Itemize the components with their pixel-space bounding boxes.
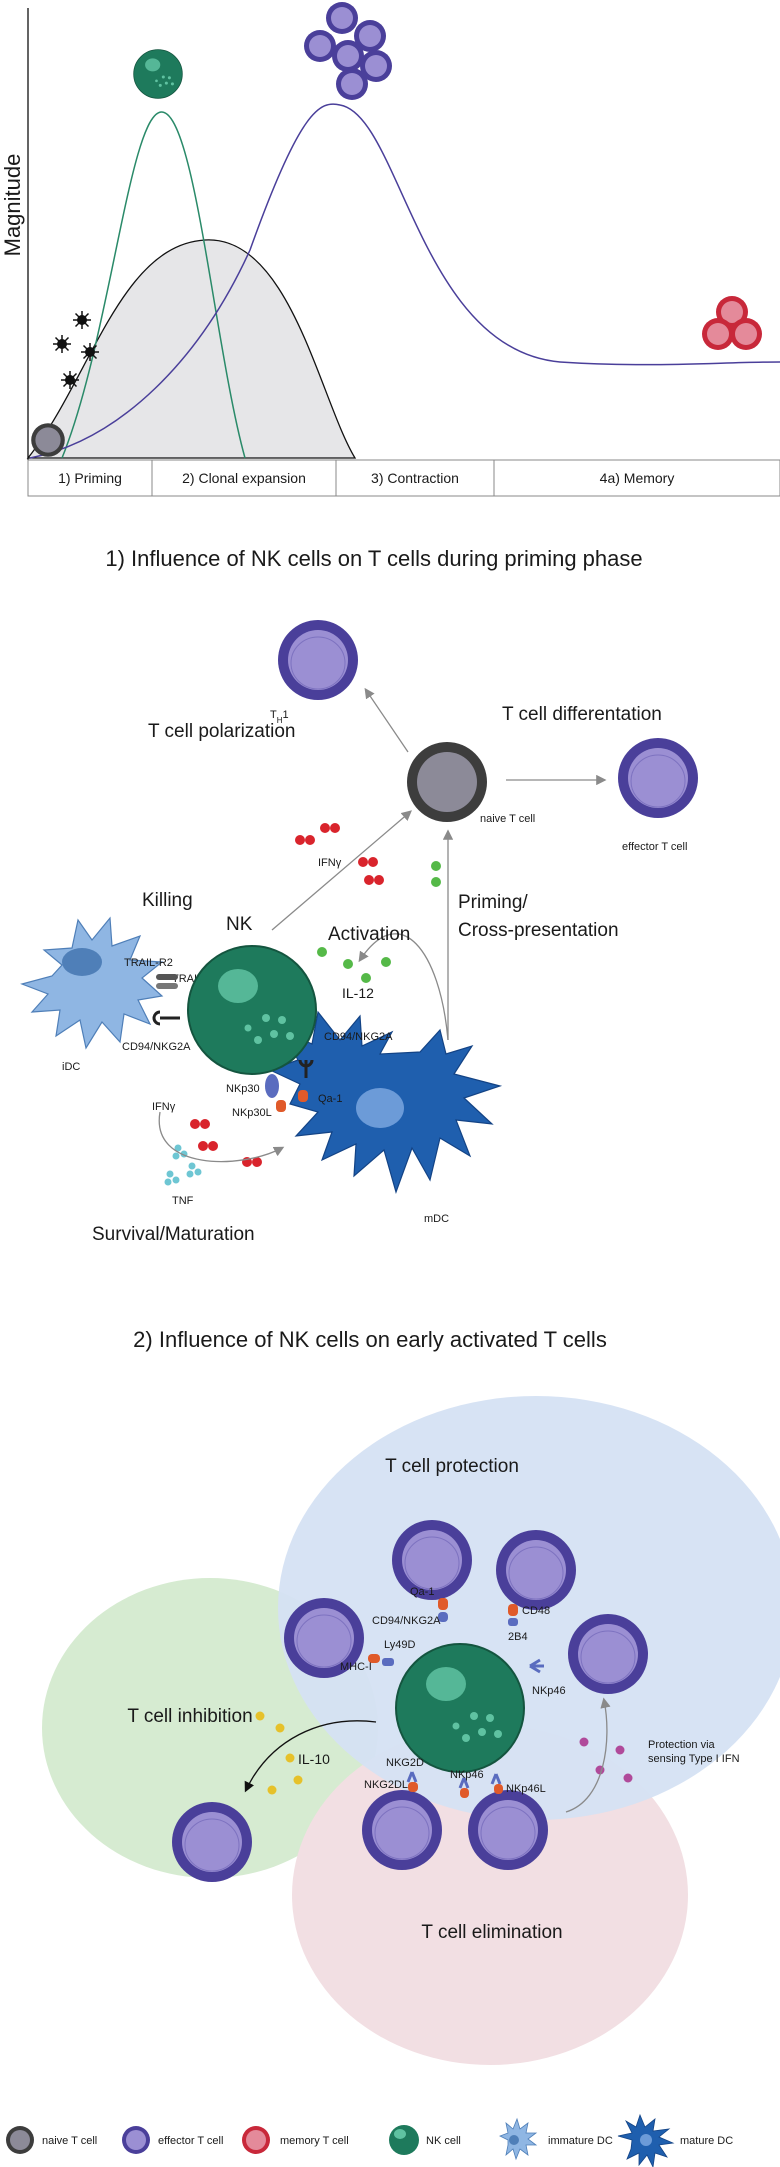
svg-text:mature DC: mature DC	[680, 2135, 733, 2147]
legend: naive T cell effector T cell memory T ce…	[6, 2113, 733, 2167]
section-priming: 1) Influence of NK cells on T cells duri…	[20, 546, 699, 1245]
cd48-label: CD48	[522, 1605, 550, 1617]
legend-mature-dc: mature DC	[617, 2113, 733, 2167]
svg-text:memory T cell: memory T cell	[280, 2135, 349, 2147]
activation-label: Activation	[328, 924, 410, 945]
cd94-receptor-left	[152, 1010, 180, 1026]
th1-label: TH1	[270, 709, 289, 725]
timeline-panel: Magnitude	[0, 2, 780, 497]
nkp30-label: NKp30	[226, 1083, 260, 1095]
trail-r2-label: TRAIL-R2	[124, 957, 173, 969]
legend-naive-t-cell: naive T cell	[6, 2126, 97, 2154]
phase-clonal-expansion: 2) Clonal expansion	[182, 470, 306, 486]
effector-t-cell	[617, 737, 699, 819]
nk-cell-icon	[133, 49, 183, 99]
phase-priming: 1) Priming	[58, 470, 122, 486]
svg-text:naive T cell: naive T cell	[42, 2135, 97, 2147]
t-cell-inhibited	[171, 1801, 253, 1883]
legend-effector-t-cell: effector T cell	[122, 2126, 223, 2154]
elimination-label: T cell elimination	[421, 1922, 562, 1943]
idc-label: iDC	[62, 1061, 80, 1073]
memory-t-cell-cluster-icon	[702, 296, 762, 350]
tnf-cytokines	[164, 1144, 202, 1186]
immature-dc	[20, 916, 164, 1050]
t-cell-differentiation-label: T cell differentation	[502, 704, 662, 725]
nkp46-bottom-label: NKp46	[450, 1769, 484, 1781]
ifn-gamma-label-top: IFNγ	[318, 857, 342, 869]
ifn-gamma-label-bottom: IFNγ	[152, 1101, 176, 1113]
inhibition-label: T cell inhibition	[127, 1706, 252, 1727]
th1-cell	[277, 619, 359, 701]
il10-cytokines	[255, 1711, 303, 1795]
il10-label: IL-10	[298, 1751, 330, 1767]
t-cell-eliminated-right	[467, 1789, 549, 1871]
nk-cell-center	[395, 1643, 525, 1773]
section2-title: 2) Influence of NK cells on early activa…	[133, 1327, 607, 1352]
t-cell-polarization-label: T cell polarization	[148, 721, 296, 742]
tnf-label: TNF	[172, 1195, 194, 1207]
legend-memory-t-cell: memory T cell	[242, 2126, 349, 2154]
nkp30l-label: NKp30L	[232, 1107, 272, 1119]
protection-label: T cell protection	[385, 1456, 519, 1477]
y-axis-label: Magnitude	[0, 154, 25, 257]
legend-nk-cell: NK cell	[389, 2125, 461, 2155]
killing-label: Killing	[142, 890, 193, 911]
effector-t-cell-label: effector T cell	[622, 841, 687, 853]
phase-contraction: 3) Contraction	[371, 470, 459, 486]
nk-cell-priming	[187, 945, 317, 1075]
svg-text:NK cell: NK cell	[426, 2135, 461, 2147]
b24-label: 2B4	[508, 1631, 528, 1643]
il12-cytokines	[317, 861, 441, 983]
sensing-ifn-label: sensing Type I IFN	[648, 1753, 740, 1765]
cross-presentation-label: Cross-presentation	[458, 920, 619, 941]
naive-t-cell-icon	[31, 423, 65, 457]
nk-response-curve	[61, 111, 246, 459]
nkg2dl-label: NKG2DL	[364, 1779, 408, 1791]
mhc1-label: MHC-I	[340, 1661, 372, 1673]
naive-t-cell-label: naive T cell	[480, 813, 535, 825]
cd94-label-s2: CD94/NKG2A	[372, 1615, 441, 1627]
nkp46l-label: NKp46L	[506, 1783, 546, 1795]
legend-immature-dc: immature DC	[499, 2117, 613, 2161]
svg-text:immature DC: immature DC	[548, 2135, 613, 2147]
nkg2d-label: NKG2D	[386, 1757, 424, 1769]
t-cell-response-curve	[29, 103, 780, 459]
phase-memory: 4a) Memory	[600, 470, 675, 486]
cd94-right-label: CD94/NKG2A	[324, 1031, 393, 1043]
ly49d-label: Ly49D	[384, 1639, 415, 1651]
phase-bar	[27, 459, 780, 497]
ifn-gamma-cytokines-top	[295, 823, 384, 885]
section-early-activated: 2) Influence of NK cells on early activa…	[42, 1327, 780, 2065]
effector-t-cell-cluster-icon	[304, 2, 392, 100]
nkp30-receptor	[265, 1074, 308, 1112]
svg-text:effector T cell: effector T cell	[158, 2135, 223, 2147]
protection-via-label: Protection via	[648, 1739, 716, 1751]
il12-label: IL-12	[342, 985, 374, 1001]
qa1-label-s1: Qa-1	[318, 1093, 342, 1105]
section1-title: 1) Influence of NK cells on T cells duri…	[105, 546, 642, 571]
cd94-left-label: CD94/NKG2A	[122, 1041, 191, 1053]
t-cell-protected-right	[567, 1613, 649, 1695]
trail-receptor-pair	[156, 974, 178, 989]
t-cell-eliminated-left	[361, 1789, 443, 1871]
mdc-label: mDC	[424, 1213, 449, 1225]
naive-t-cell	[407, 742, 487, 822]
nkp46-right-label: NKp46	[532, 1685, 566, 1697]
nk-label: NK	[226, 914, 253, 935]
cd94-receptor-right	[298, 1059, 314, 1078]
receptors	[368, 1598, 544, 1798]
priming-label: Priming/	[458, 892, 528, 913]
t-cell-protected-top-right	[495, 1529, 577, 1611]
survival-maturation-label: Survival/Maturation	[92, 1224, 255, 1245]
qa1-label-s2: Qa-1	[410, 1586, 434, 1598]
